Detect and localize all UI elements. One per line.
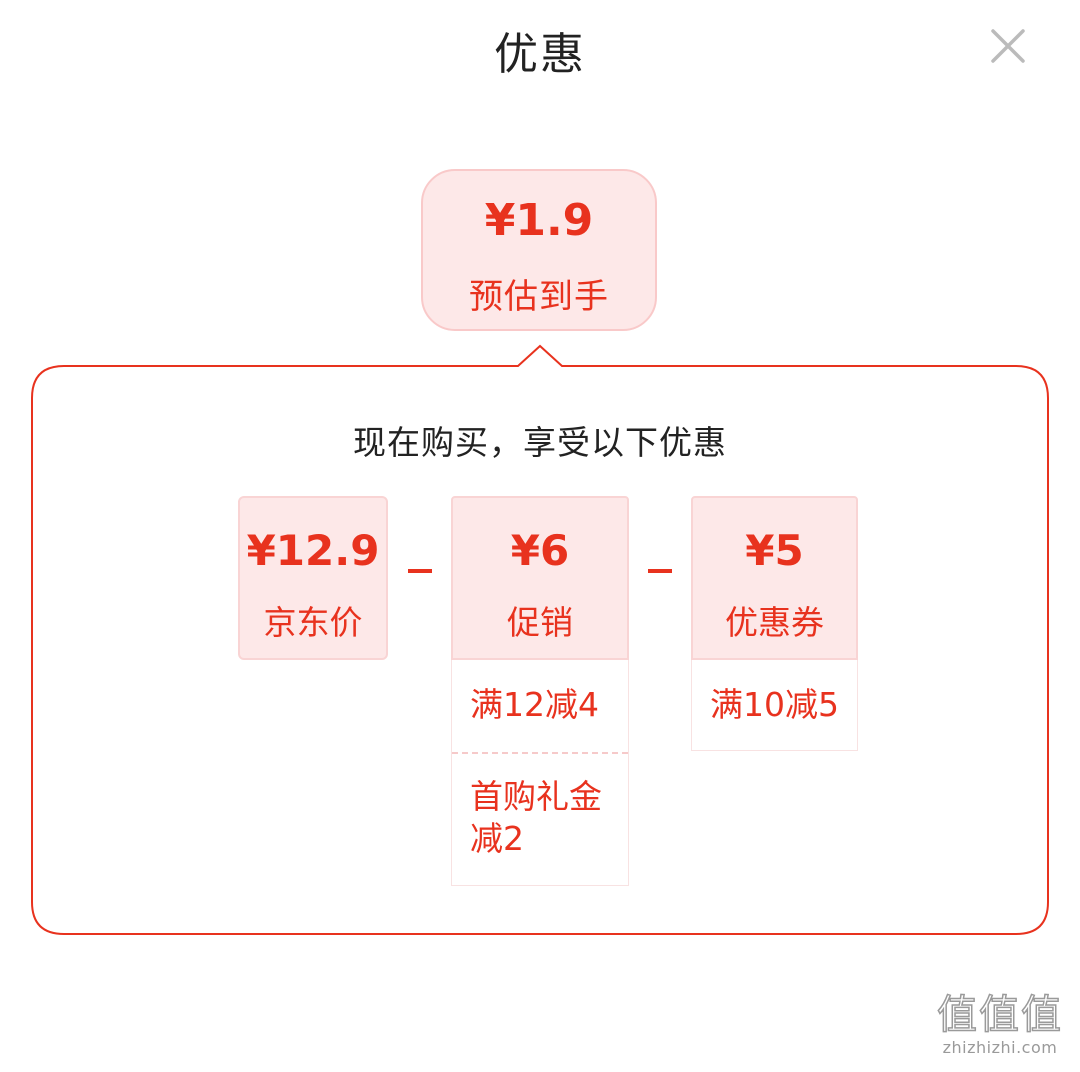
coupon-card: ¥5 优惠券 (691, 496, 858, 660)
watermark-logo: 值值值 (936, 991, 1063, 1039)
coupon-label: 优惠券 (725, 603, 824, 642)
minus-operator (648, 569, 672, 573)
coupon-value: ¥5 (745, 526, 804, 575)
minus-operator (408, 569, 432, 573)
promotion-card: ¥6 促销 (451, 496, 629, 660)
promotion-detail-item: 满12减4 (470, 685, 599, 724)
promotion-value: ¥6 (510, 526, 570, 575)
promotion-detail-list: 满12减4 首购礼金减2 (451, 660, 629, 886)
estimated-price: ¥1.9 (484, 195, 594, 246)
jd-price-value: ¥12.9 (246, 526, 380, 575)
promotion-detail-item: 首购礼金减2 (470, 777, 602, 858)
estimated-price-label: 预估到手 (469, 277, 609, 317)
jd-price-card: ¥12.9 京东价 (238, 496, 388, 660)
close-icon (991, 29, 1025, 63)
coupon-detail-item: 满10减5 (710, 685, 839, 724)
discount-subtitle: 现在购买，享受以下优惠 (353, 423, 727, 462)
promotion-label: 促销 (507, 603, 573, 642)
page-title: 优惠 (494, 29, 586, 80)
jd-price-label: 京东价 (263, 603, 363, 642)
estimated-price-badge: ¥1.9 预估到手 (421, 169, 657, 331)
close-button[interactable] (986, 24, 1030, 68)
watermark-url: zhizhizhi.com (942, 1038, 1058, 1057)
dashed-divider (452, 752, 628, 754)
coupon-detail-list: 满10减5 (691, 660, 858, 751)
watermark: 值值值 zhizhizhi.com (930, 991, 1070, 1057)
